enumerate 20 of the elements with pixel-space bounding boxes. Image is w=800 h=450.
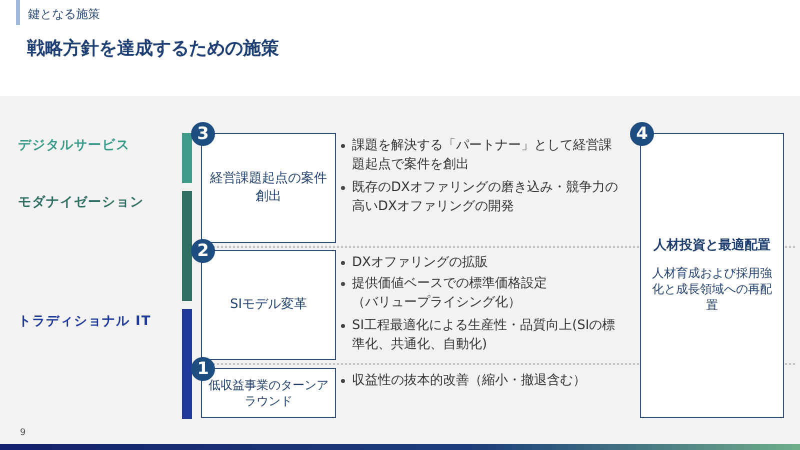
bullet-text: 課題を解決する「パートナー」として経営課題起点で案件を創出 — [352, 138, 612, 172]
box-heading: SIモデル変革 — [230, 296, 308, 314]
bullet-text: 提供価値ベースでの標準価格設定（バリュープライシング化） — [352, 276, 547, 310]
number-badge: 4 — [630, 122, 654, 146]
bullet-text: DXオファリングの拡販 — [352, 255, 488, 270]
box-heading: 人材投資と最適配置 — [654, 237, 770, 255]
bullet-text: 収益性の抜本的改善（縮小・撤退含む） — [352, 373, 586, 388]
box-description: 人材育成および採用強化と成長領域への再配置 — [651, 264, 773, 314]
number-badge: 2 — [191, 239, 215, 263]
slide-title: 戦略方針を達成するための施策 — [27, 37, 279, 60]
section-label: 鍵となる施策 — [28, 6, 100, 23]
category-label: デジタルサービス — [18, 137, 130, 154]
number-badge: 1 — [191, 357, 215, 381]
bullet-text: SI工程最適化による生産性・品質向上(SIの標準化、共通化、自動化) — [352, 318, 616, 352]
category-label: モダナイゼーション — [18, 194, 144, 211]
bullet-text: 既存のDXオファリングの磨き込み・競争力の高いDXオファリングの開発 — [352, 180, 618, 214]
page-number: 9 — [20, 428, 26, 438]
number-badge: 3 — [191, 122, 215, 146]
box-heading: 経営課題起点の案件創出 — [209, 170, 328, 206]
category-label: トラディショナル IT — [18, 313, 152, 330]
